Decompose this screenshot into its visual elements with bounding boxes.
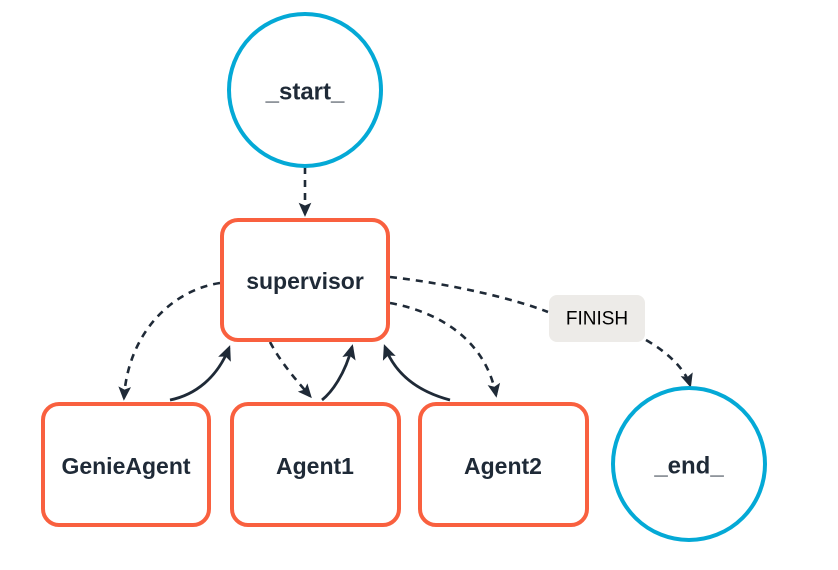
supervisor-label: supervisor (246, 268, 364, 294)
node-supervisor[interactable]: supervisor (220, 218, 390, 342)
edge-supervisor-to-end-segment-2 (645, 338, 693, 388)
edge-label-layer: FINISH (549, 295, 645, 342)
agent2-label: Agent2 (464, 453, 542, 479)
node-end[interactable]: _end_ (611, 386, 767, 542)
node-layer: _start_ supervisor GenieAgent Agent1 Age… (41, 12, 767, 542)
agent1-box-shape[interactable] (230, 402, 401, 527)
node-agent1[interactable]: Agent1 (230, 402, 401, 527)
edge-layer (118, 167, 693, 402)
agent2-box-shape[interactable] (418, 402, 589, 527)
genieagent-box-shape[interactable] (41, 402, 211, 527)
edge-agent1-to-supervisor (321, 344, 356, 402)
node-start[interactable]: _start_ (227, 12, 383, 168)
edge-supervisor-to-genieagent (118, 281, 221, 401)
supervisor-box-shape[interactable] (220, 218, 390, 342)
end-circle-shape[interactable] (611, 386, 767, 542)
edge-agent2-to-supervisor (382, 344, 451, 402)
finish-label-background (549, 295, 645, 342)
edge-genieagent-to-supervisor (169, 345, 231, 402)
agent1-label: Agent1 (276, 453, 354, 479)
end-label: _end_ (653, 453, 724, 480)
genieagent-label: GenieAgent (61, 453, 190, 479)
edge-supervisor-to-agent2 (389, 301, 501, 398)
edge-label-finish: FINISH (549, 295, 645, 342)
node-genieagent[interactable]: GenieAgent (41, 402, 211, 527)
edge-supervisor-to-end-segment-1 (389, 275, 549, 314)
edge-supervisor-to-agent1 (268, 341, 312, 399)
start-circle-shape[interactable] (227, 12, 383, 168)
start-label: _start_ (265, 79, 345, 106)
finish-label-text: FINISH (566, 309, 628, 330)
node-agent2[interactable]: Agent2 (418, 402, 589, 527)
